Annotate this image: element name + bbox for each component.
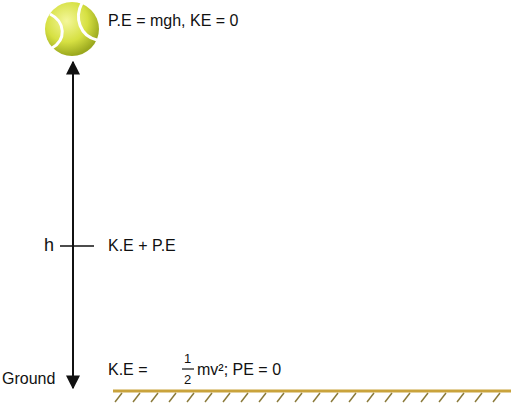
hatch-mark	[367, 393, 374, 402]
energy-label: P.E = mgh, KE = 0	[108, 12, 238, 30]
hatch-mark	[241, 393, 248, 402]
height-arrow	[72, 62, 74, 388]
hatch-mark	[421, 393, 428, 402]
hatch-mark	[403, 393, 410, 402]
hatch-mark	[493, 393, 500, 402]
hatch-mark	[205, 393, 212, 402]
energy-label: K.E =	[108, 361, 148, 379]
hatch-mark	[187, 393, 194, 402]
hatch-mark	[277, 393, 284, 402]
fraction-numerator: 1	[184, 350, 191, 368]
fraction-denominator: 2	[184, 371, 191, 389]
hatch-mark	[457, 393, 464, 402]
ground-surface	[113, 391, 511, 402]
energy-label: mv²; PE = 0	[197, 361, 281, 379]
tennis-ball	[45, 2, 99, 56]
hatch-mark	[223, 393, 230, 402]
hatch-mark	[259, 393, 266, 402]
hatch-mark	[385, 393, 392, 402]
height-tick	[60, 245, 94, 247]
hatch-mark	[169, 393, 176, 402]
hatch-mark	[295, 393, 302, 402]
height-label: h	[44, 236, 54, 254]
ground-label: Ground	[2, 370, 55, 388]
hatch-mark	[151, 393, 158, 402]
hatch-mark	[115, 393, 122, 402]
hatch-mark	[133, 393, 140, 402]
hatch-mark	[349, 393, 356, 402]
hatch-mark	[475, 393, 482, 402]
hatch-mark	[313, 393, 320, 402]
fraction-bar	[182, 368, 194, 369]
hatch-mark	[331, 393, 338, 402]
hatch-mark	[439, 393, 446, 402]
energy-label: K.E + P.E	[108, 237, 176, 255]
